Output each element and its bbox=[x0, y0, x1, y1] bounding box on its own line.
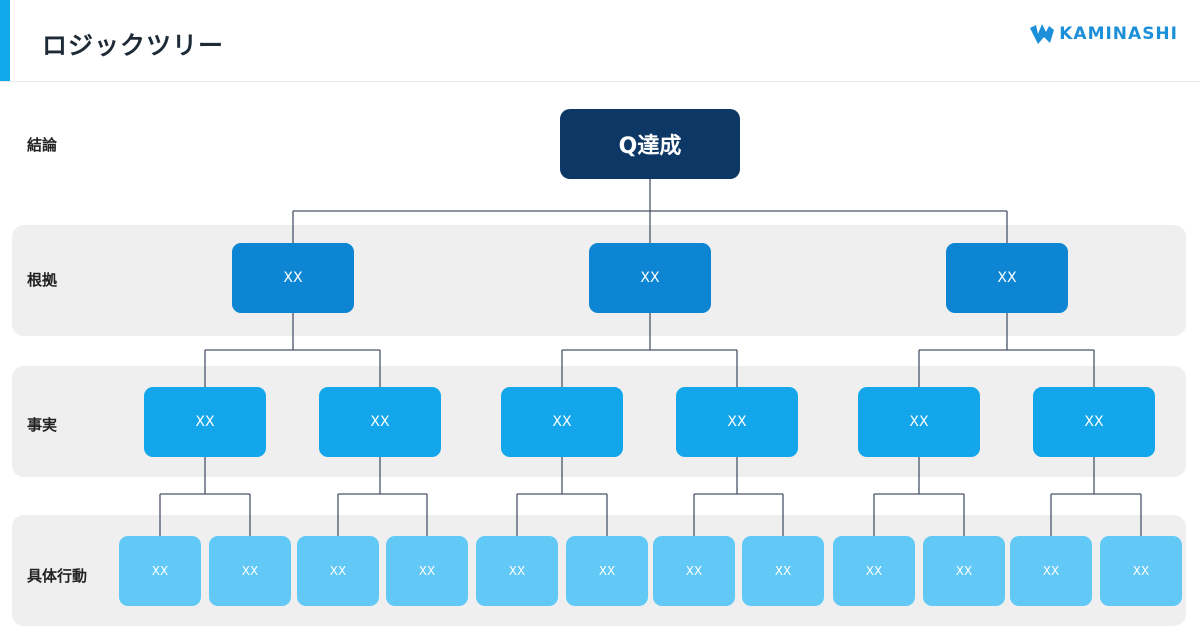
row-label-facts: 事実 bbox=[27, 416, 58, 434]
kaminashi-logo-icon bbox=[1030, 24, 1055, 44]
header-accent-bar bbox=[0, 0, 10, 82]
fact-node: XX bbox=[858, 387, 980, 457]
fact-node: XX bbox=[501, 387, 623, 457]
row-label-actions: 具体行動 bbox=[27, 567, 88, 585]
action-node: XX bbox=[1010, 536, 1092, 606]
row-label-grounds: 根拠 bbox=[27, 271, 58, 289]
row-label-conclusion: 結論 bbox=[27, 136, 58, 154]
action-node: XX bbox=[742, 536, 824, 606]
brand-logo: KAMINASHI bbox=[1029, 22, 1178, 46]
page-title: ロジックツリー bbox=[42, 31, 225, 60]
grounds-node: XX bbox=[232, 243, 354, 313]
logo-text: KAMINASHI bbox=[1059, 24, 1178, 44]
fact-node: XX bbox=[144, 387, 266, 457]
action-node: XX bbox=[923, 536, 1005, 606]
action-node: XX bbox=[209, 536, 291, 606]
root-node: Q達成 bbox=[560, 109, 740, 179]
action-node: XX bbox=[653, 536, 735, 606]
header-divider bbox=[0, 81, 1200, 82]
fact-node: XX bbox=[1033, 387, 1155, 457]
action-node: XX bbox=[1100, 536, 1182, 606]
action-node: XX bbox=[386, 536, 468, 606]
grounds-node: XX bbox=[589, 243, 711, 313]
action-node: XX bbox=[297, 536, 379, 606]
action-node: XX bbox=[119, 536, 201, 606]
fact-node: XX bbox=[319, 387, 441, 457]
grounds-node: XX bbox=[946, 243, 1068, 313]
action-node: XX bbox=[833, 536, 915, 606]
action-node: XX bbox=[566, 536, 648, 606]
action-node: XX bbox=[476, 536, 558, 606]
fact-node: XX bbox=[676, 387, 798, 457]
